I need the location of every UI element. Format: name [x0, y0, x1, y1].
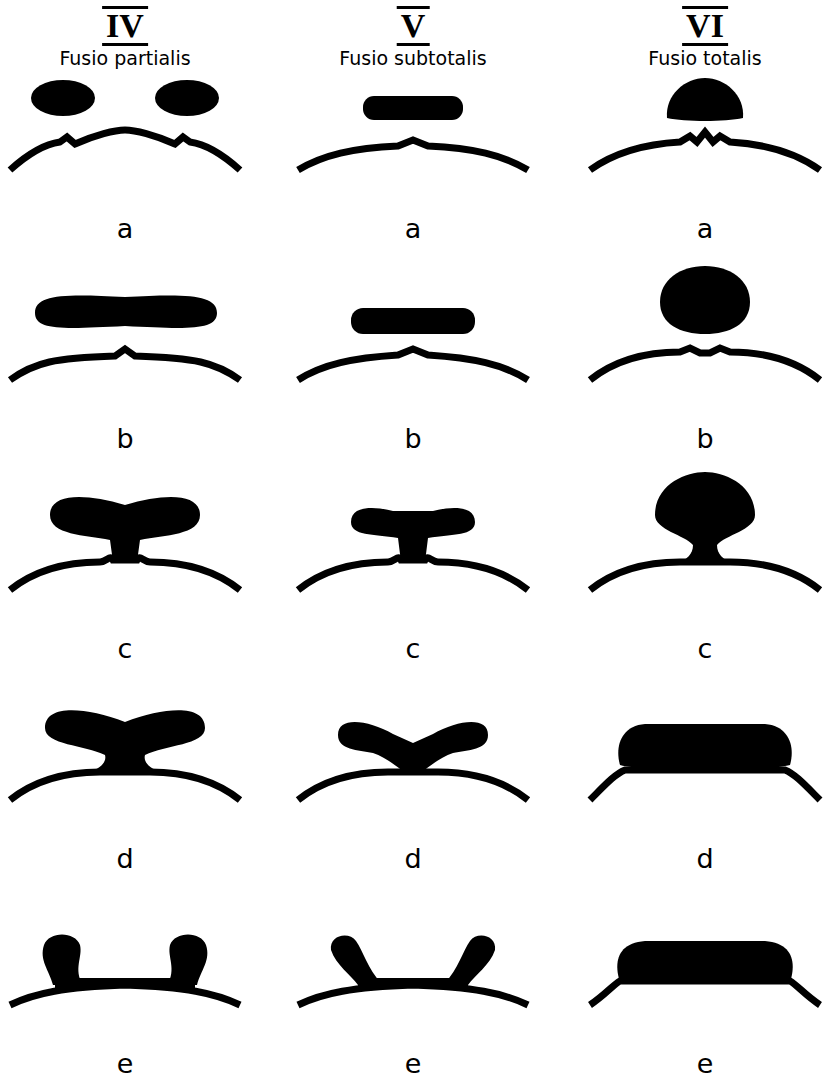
panel-letter: d — [404, 844, 421, 874]
panel-letter: a — [697, 214, 714, 244]
bone-arch — [10, 130, 240, 170]
panel-letter: a — [117, 214, 134, 244]
panel-letter: c — [118, 634, 133, 664]
bone-arch — [590, 770, 820, 800]
fusion-sketch — [298, 96, 528, 170]
fusion-sketch — [590, 78, 820, 170]
fusion-sketch — [10, 497, 240, 590]
bone-arch — [10, 558, 240, 590]
column-numeral: IV — [102, 6, 148, 46]
bone-arch — [298, 772, 528, 800]
fusion-sketch — [10, 710, 240, 800]
panel-letter: e — [117, 1049, 134, 1079]
bone-arch — [298, 349, 528, 380]
panel-letter: c — [406, 634, 421, 664]
panel-letter: d — [696, 844, 713, 874]
fused-mass — [667, 78, 743, 121]
fused-mass — [155, 80, 219, 116]
fused-mass — [351, 508, 475, 562]
bone-arch — [590, 562, 820, 590]
fused-mass — [655, 472, 755, 563]
panel-letter: a — [405, 214, 422, 244]
column-numeral: V — [397, 6, 430, 46]
fusion-sketch — [590, 472, 820, 590]
fusion-sketch — [298, 308, 528, 380]
column-heading: Fusio totalis — [648, 48, 761, 69]
panel-letter: c — [698, 634, 713, 664]
fused-mass — [338, 722, 488, 773]
panel-letter: b — [696, 424, 713, 454]
fusion-sketch — [298, 508, 528, 590]
panel-letter: b — [116, 424, 133, 454]
panel-letter: b — [404, 424, 421, 454]
panel-letter: e — [697, 1049, 714, 1079]
panel-letter: e — [405, 1049, 422, 1079]
fused-mass — [618, 724, 791, 770]
fused-mass — [363, 96, 463, 120]
bone-arch — [298, 140, 528, 170]
bone-arch — [10, 772, 240, 800]
fused-mass — [445, 935, 495, 985]
fusion-sketch — [590, 724, 820, 800]
fusion-sketch — [10, 80, 240, 170]
column-numeral: VI — [682, 6, 728, 46]
fused-mass — [660, 266, 750, 334]
bone-arch — [10, 349, 240, 380]
column-heading: Fusio partialis — [59, 48, 190, 69]
fusion-sketch — [590, 266, 820, 380]
fused-mass — [167, 935, 207, 986]
fusion-sketch — [10, 935, 240, 1006]
fusion-sketch — [298, 935, 528, 1005]
fused-mass — [35, 296, 217, 328]
fused-mass — [31, 80, 95, 116]
fused-mass — [43, 935, 83, 986]
bone-arch — [298, 558, 528, 590]
fused-mass — [351, 308, 475, 334]
fused-mass — [617, 941, 792, 979]
fusion-sketch — [10, 296, 240, 380]
fused-mass — [45, 710, 205, 773]
fused-mass — [331, 935, 381, 985]
panel-letter: d — [116, 844, 133, 874]
fusion-sketch — [590, 941, 820, 1005]
bone-arch — [590, 348, 820, 380]
bone-arch — [590, 132, 820, 170]
fusion-sketch — [298, 722, 528, 800]
fused-mass — [50, 497, 200, 562]
bone-arch — [590, 981, 820, 1005]
column-heading: Fusio subtotalis — [339, 48, 486, 69]
